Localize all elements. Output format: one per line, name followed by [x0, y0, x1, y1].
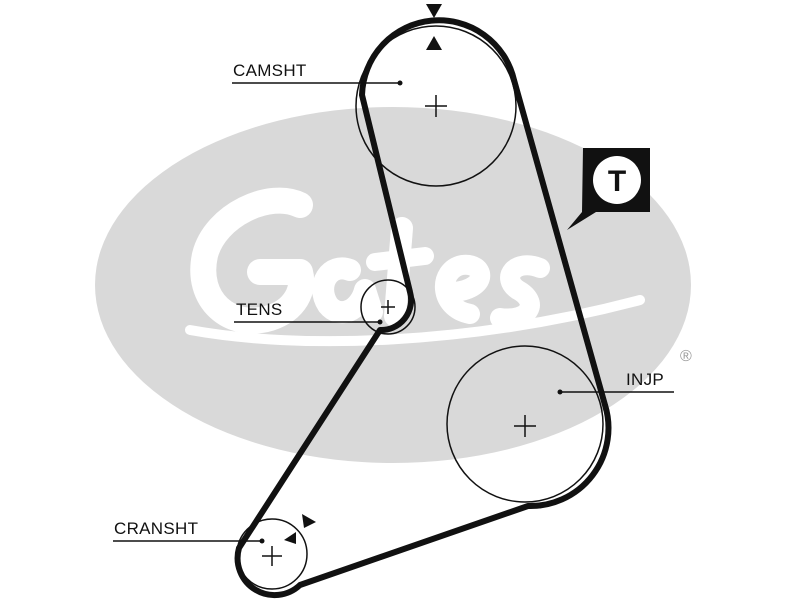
- injection-pump-center-cross: [514, 415, 536, 437]
- crankshaft-inner-arrow: [284, 532, 296, 544]
- timing-belt: [234, 17, 612, 599]
- camshaft-pulley: [355, 25, 517, 187]
- tensioner-label: TENS: [236, 300, 283, 319]
- tension-marker-circle: [593, 156, 641, 204]
- crankshaft-timing-marks: [284, 514, 316, 544]
- crankshaft-label: CRANSHT: [114, 519, 198, 538]
- camshaft-label: CAMSHT: [233, 61, 307, 80]
- camshaft-center-cross: [425, 95, 447, 117]
- tension-marker-letter: T: [608, 165, 626, 198]
- crankshaft-outer-arrow: [302, 514, 316, 528]
- tension-marker: T: [567, 148, 650, 230]
- tensioner-center-cross: [381, 300, 395, 314]
- injection-pump-pulley: [446, 345, 604, 503]
- leader-lines: [113, 80, 674, 544]
- watermark-registered-mark: ®: [680, 348, 692, 365]
- camshaft-timing-marks: [426, 4, 442, 50]
- camshaft-inner-arrow: [426, 36, 442, 50]
- camshaft-outer-arrow: [426, 4, 442, 18]
- tensioner-pulley: [360, 279, 416, 335]
- crankshaft-pulley: [236, 518, 308, 590]
- injection-pump-label: INJP: [626, 370, 664, 389]
- crankshaft-center-cross: [262, 546, 282, 566]
